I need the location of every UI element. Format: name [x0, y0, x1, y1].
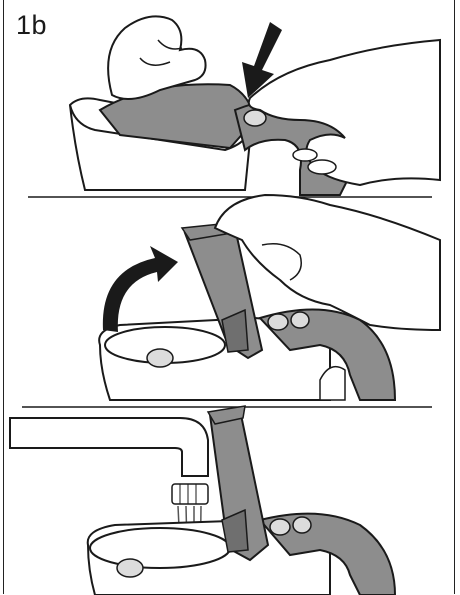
- step-label: 1b: [16, 10, 48, 40]
- curved-up-arrow-icon: [102, 246, 178, 332]
- panel-2-open-lid: [98, 193, 441, 401]
- panel-3-fill-water: [9, 405, 397, 595]
- down-arrow-icon: [242, 22, 282, 98]
- panel-1-press-button: [68, 15, 441, 196]
